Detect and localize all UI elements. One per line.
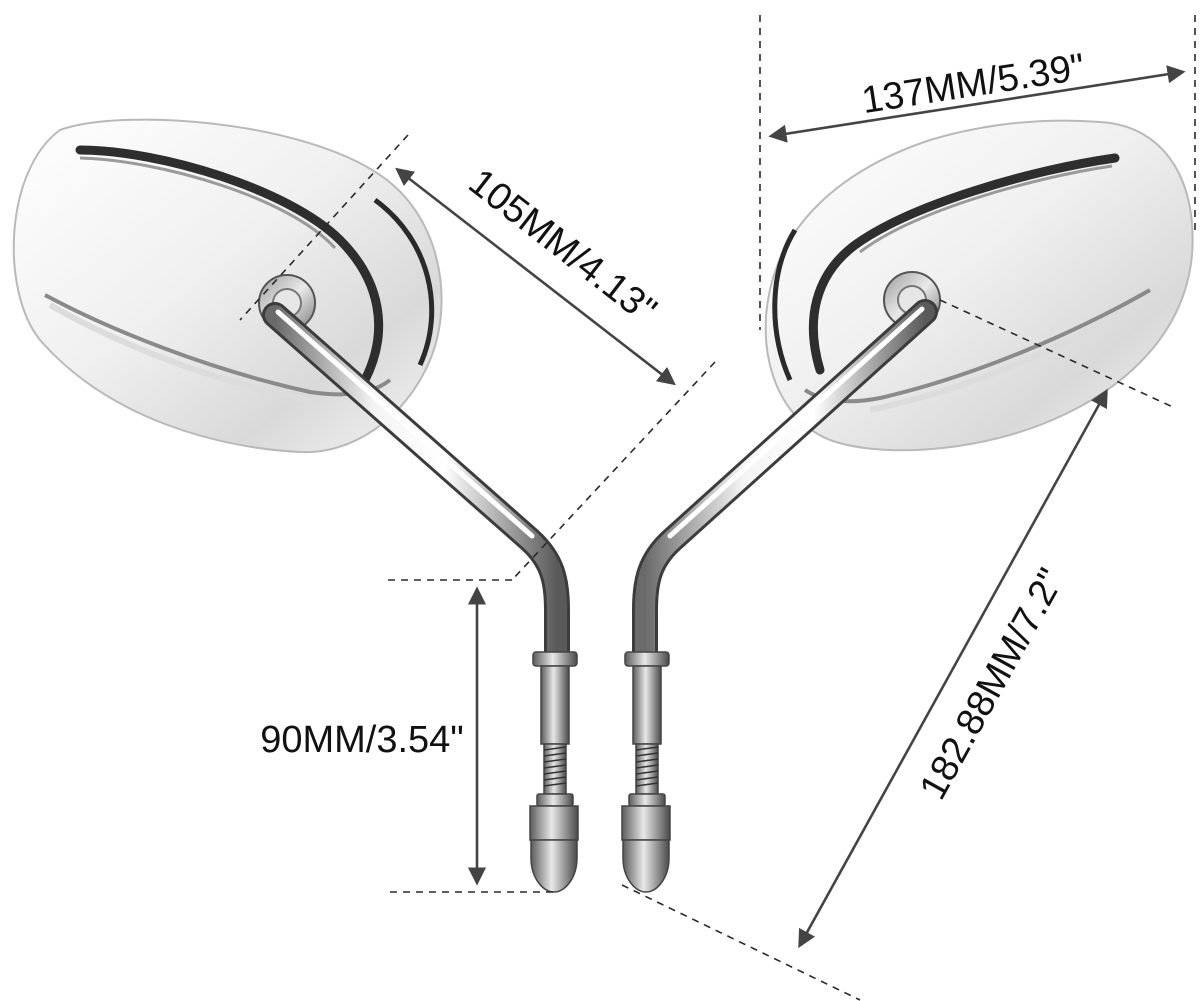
stem-dimension-label: 90MM/3.54" <box>260 719 464 761</box>
width-dimension-label: 137MM/5.39" <box>859 46 1087 122</box>
dashed-guides <box>239 15 1196 1001</box>
arm-dimension-label: 105MM/4.13" <box>461 161 664 332</box>
arm-arrow-icon <box>395 167 676 386</box>
right-mirror-bolt <box>621 651 671 893</box>
left-mirror-rod <box>262 302 570 673</box>
guide-total-top <box>939 299 1176 409</box>
right-mirror <box>621 119 1194 893</box>
left-mirror <box>12 118 579 893</box>
guide-arm-end <box>511 361 716 581</box>
right-mirror-rod <box>632 299 938 673</box>
total-arrow-icon <box>798 388 1108 949</box>
guide-total-bottom <box>621 884 861 1001</box>
guide-arm-start <box>239 134 409 321</box>
left-mirror-bolt <box>529 651 579 893</box>
dimension-arrows <box>395 65 1186 949</box>
width-arrow-icon <box>768 65 1186 143</box>
